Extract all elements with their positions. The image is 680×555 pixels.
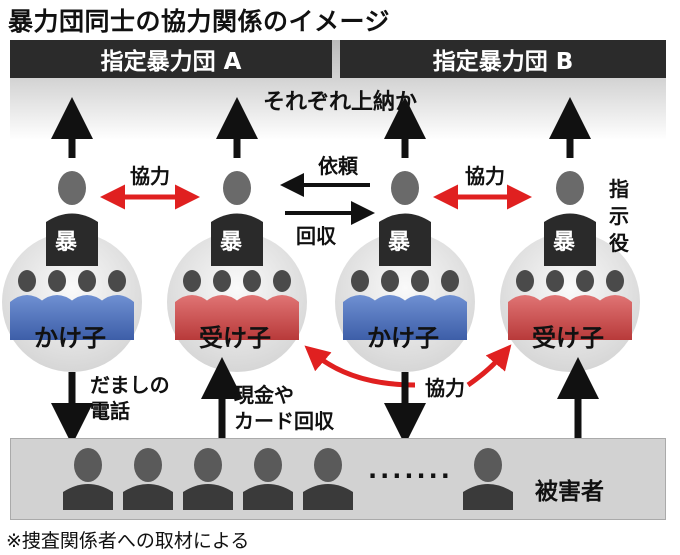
member-icon [100,270,134,340]
member-icon [235,270,269,340]
group-members-3 [343,270,467,340]
organization-b-header: 指定暴力団 B [340,40,666,78]
group-members-2 [175,270,299,340]
tribute-arrows [51,97,591,158]
boss-label-1: 暴 [55,230,78,255]
victims-label: 被害者 [535,479,604,505]
collection-label: 回収 [296,224,336,248]
group-label-4: 受け子 [532,324,604,352]
victim-flow-arrows [51,357,599,445]
boss-icon-2 [211,171,263,266]
victim-icon [243,448,293,510]
victim-icon [63,448,113,510]
diagram-title: 暴力団同士の協力関係のイメージ [8,7,391,36]
cash-collection-label: 現金や カード回収 [234,383,334,433]
boss-icon-1 [46,171,98,266]
request-collection-arrows [280,173,375,225]
boss-icon-4 [544,171,596,266]
member-icon [433,270,467,340]
victim-icon [303,448,353,510]
victim-icon [463,448,513,510]
source-note: ※捜査関係者への取材による [6,530,250,552]
member-icon [568,270,602,340]
group-label-1: かけ子 [34,324,106,352]
member-icon [205,270,239,340]
member-icon [598,270,632,340]
boss-label-3: 暴 [388,230,411,255]
group-label-3: かけ子 [367,324,439,352]
boss-icon-3 [379,171,431,266]
victims-ellipsis: ······· [368,462,453,490]
boss-label-4: 暴 [553,230,576,255]
cooperation-label-2: 協力 [465,164,505,188]
victim-icon [123,448,173,510]
cooperation-label-1: 協力 [130,164,170,188]
cooperation-label-3: 協力 [425,376,465,400]
member-icon [403,270,437,340]
boss-label-2: 暴 [220,230,243,255]
member-icon [40,270,74,340]
member-icon [508,270,542,340]
member-icon [70,270,104,340]
member-icon [265,270,299,340]
group-label-2: 受け子 [199,324,271,352]
group-members-1 [10,270,134,340]
fraud-call-label: だましの 電話 [90,373,170,423]
member-icon [538,270,572,340]
member-icon [10,270,44,340]
request-label: 依頼 [318,154,358,178]
victim-icon [183,448,233,510]
member-icon [175,270,209,340]
commander-label: 指示役 [609,177,629,255]
group-members-4 [508,270,632,340]
organization-a-header: 指定暴力団 A [10,40,332,78]
member-icon [373,270,407,340]
member-icon [343,270,377,340]
